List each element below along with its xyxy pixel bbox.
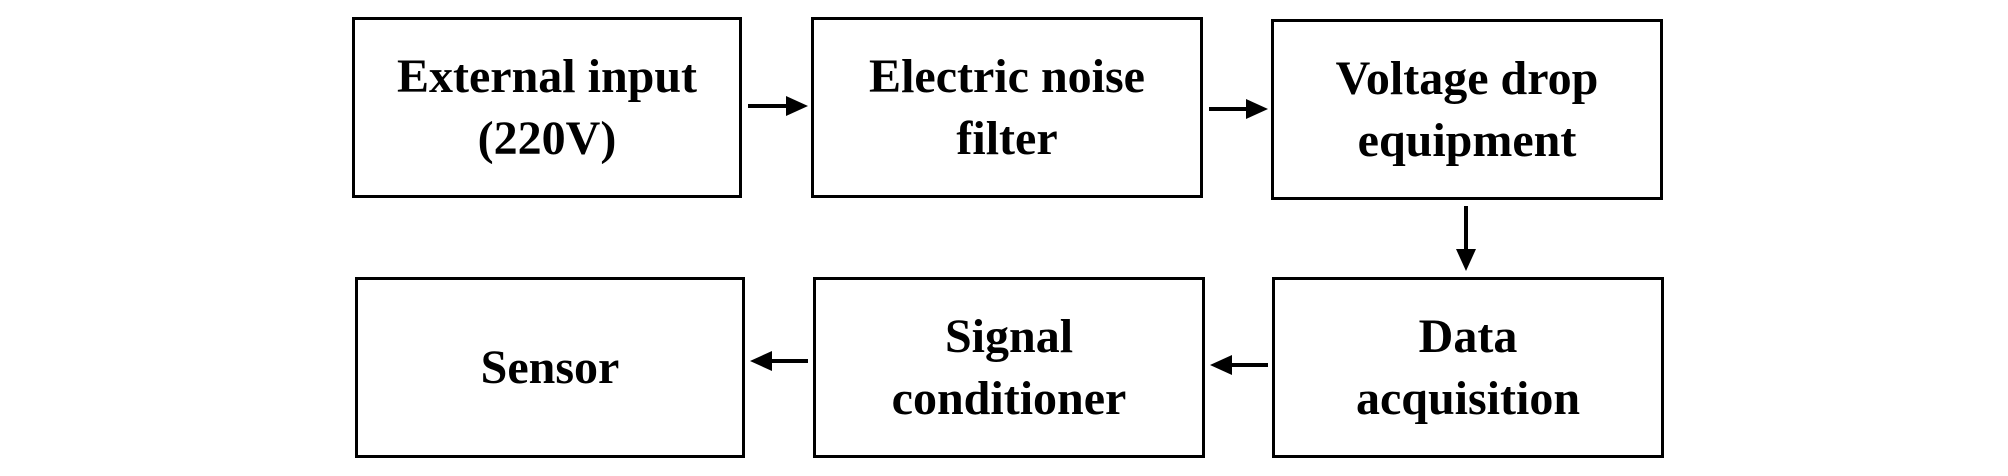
arrow-left-icon [750,351,808,371]
block-label-line: Signal [944,309,1074,363]
arrow-down-icon [1456,206,1476,271]
arrow-right-icon [748,96,808,116]
block-label-line: Electric noise [869,49,1145,103]
block-label-line: Data [1418,309,1518,363]
external-input-block: External input (220V) [352,17,742,198]
voltage-drop-equipment-block: Voltage drop equipment [1271,19,1663,200]
block-label-line: External input [396,49,698,103]
arrow-left-icon [1210,355,1268,375]
block-label-line: filter [956,111,1058,165]
block-label-line: conditioner [891,371,1127,425]
signal-conditioner-block: Signal conditioner [813,277,1205,458]
block-label-line: Voltage drop [1335,51,1599,105]
block-label-line: (220V) [477,111,617,165]
data-acquisition-block: Data acquisition [1272,277,1664,458]
block-label-line: acquisition [1355,371,1581,425]
block-label-line: Sensor [480,340,620,394]
electric-noise-filter-block: Electric noise filter [811,17,1203,198]
block-label-line: equipment [1357,113,1577,167]
sensor-block: Sensor [355,277,745,458]
arrow-right-icon [1209,99,1268,119]
